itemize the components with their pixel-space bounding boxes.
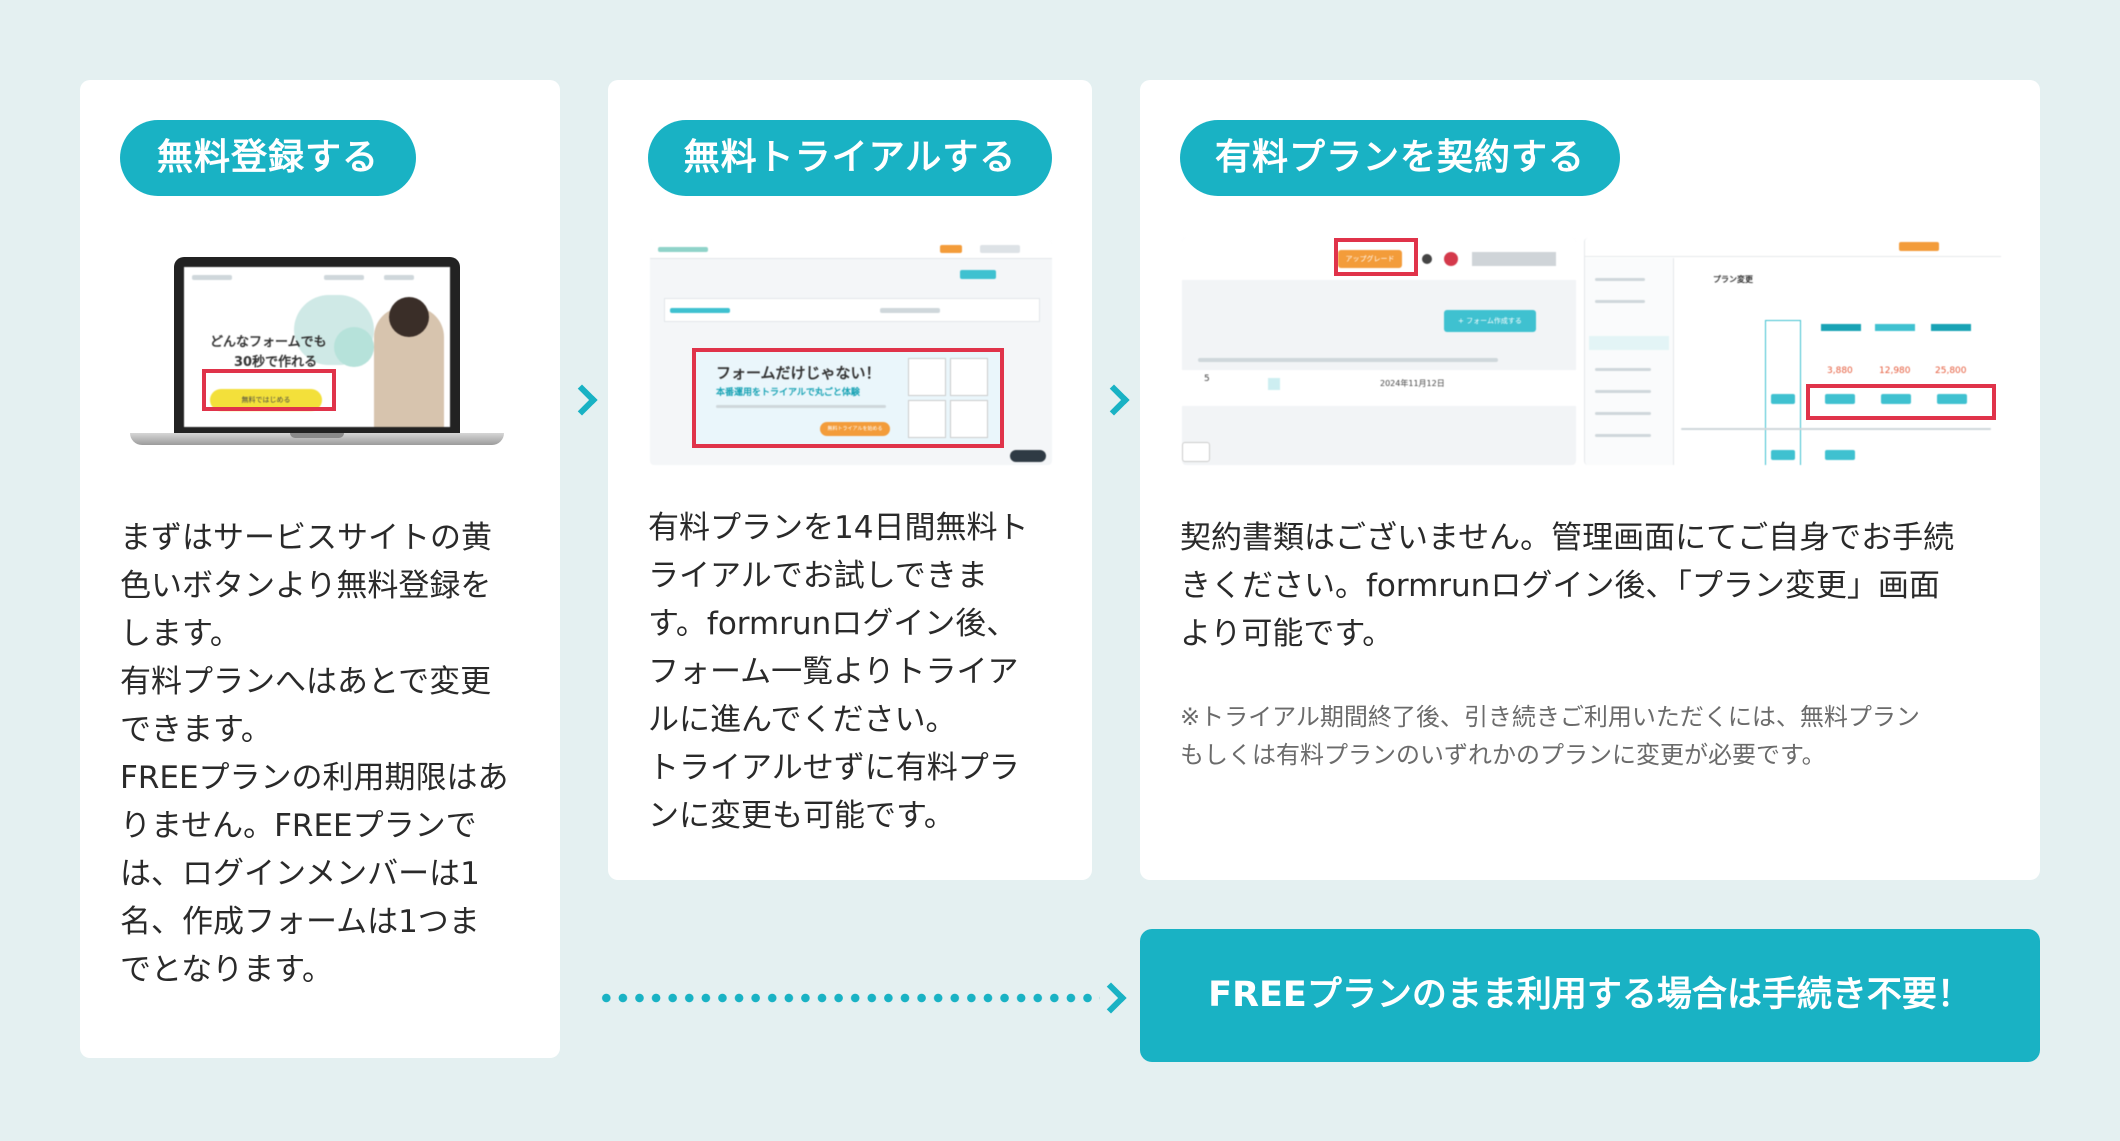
chevron-right-icon [1098,384,1130,416]
step-card-trial: 無料トライアルする フォームだけじゃない！ 本番運用をトライアルで丸ごと体験 無… [608,80,1092,880]
laptop-cta-button: 無料ではじめる [210,389,322,411]
step-note-contract: ※トライアル期間終了後、引き続きご利用いただくには、無料プラン もしくは有料プラ… [1180,698,2010,774]
plan-price-1: 3,880 [1827,366,1853,376]
body-line: でとなります。 [120,952,333,988]
note-line: もしくは有料プランのいずれかのプランに変更が必要です。 [1180,741,1826,769]
laptop-screenshot: どんなフォームでも 30秒で作れる 無料ではじめる [130,257,504,457]
free-plan-banner: FREEプランのまま利用する場合は手続き不要！ [1140,929,2040,1062]
plan-change-title: プラン変更 [1713,275,1753,284]
highlight-plan-buttons-box [1806,384,1996,420]
body-line: は、ログインメンバーは1 [120,856,480,892]
trial-screenshot: フォームだけじゃない！ 本番運用をトライアルで丸ごと体験 無料トライアルを始める [650,240,1052,465]
step-card-register: 無料登録する どんなフォームでも 30秒で作れる 無料ではじめる まずはサービス… [80,80,560,1058]
body-line: します。 [120,616,241,652]
upgrade-button: アップグレード [1338,250,1402,268]
body-line: ライアルでお試しできま [648,558,988,594]
step-title-register: 無料登録する [120,120,416,196]
chevron-right-icon [566,384,598,416]
row-count: 5 [1204,374,1210,384]
step-title-contract: 有料プランを契約する [1180,120,1620,196]
body-line: ンに変更も可能です。 [648,798,955,834]
body-line: 有料プランを14日間無料ト [648,510,1029,546]
note-line: ※トライアル期間終了後、引き続きご利用いただくには、無料プラン [1180,703,1920,731]
step-body-register: まずはサービスサイトの黄 色いボタンより無料登録を します。 有料プランへはあと… [120,514,530,994]
trial-banner-subtitle: 本番運用をトライアルで丸ごと体験 [716,388,860,398]
dotted-arrow-line [598,992,1100,1004]
step-card-contract: 有料プランを契約する アップグレード + フォーム作成する 5 2024年11月… [1140,80,2040,880]
body-line: きください。formrunログイン後、「プラン変更」画面 [1180,568,1940,604]
laptop-headline-1: どんなフォームでも [210,335,327,350]
highlight-trial-banner-box [692,348,1004,448]
body-line: より可能です。 [1180,616,1394,652]
body-line: FREEプランの利用期限はあ [120,760,509,796]
create-form-button: + フォーム作成する [1444,310,1536,332]
body-line: できます。 [120,712,272,748]
step-body-contract: 契約書類はございません。管理画面にてご自身でお手続 きください。formrunロ… [1180,514,2010,658]
body-line: ルに進んでください。 [648,702,957,738]
body-line: 契約書類はございません。管理画面にてご自身でお手続 [1180,520,1955,556]
step-title-trial: 無料トライアルする [648,120,1052,196]
highlight-cta-box [202,369,336,411]
body-line: りません。FREEプランで [120,808,477,844]
body-line: 名、作成フォームは1つま [120,904,480,940]
row-date: 2024年11月12日 [1380,379,1445,388]
trial-banner-button: 無料トライアルを始める [820,422,890,436]
plan-price-3: 25,800 [1935,366,1967,376]
trial-banner-title: フォームだけじゃない！ [716,364,881,382]
plan-price-2: 12,980 [1879,366,1911,376]
contract-screenshot-plans: プラン変更 3,880 12,980 25,800 [1584,238,2001,465]
body-line: まずはサービスサイトの黄 [120,520,492,556]
chevron-right-icon [1095,982,1127,1014]
step-body-trial: 有料プランを14日間無料ト ライアルでお試しできま す。formrunログイン後… [648,504,1058,840]
body-line: 色いボタンより無料登録を [120,568,492,604]
body-line: トライアルせずに有料プラ [648,750,1020,786]
body-line: す。formrunログイン後、 [648,606,1018,642]
laptop-headline-2: 30秒で作れる [234,355,318,370]
highlight-upgrade-box [1334,238,1418,276]
body-line: フォーム一覧よりトライア [648,654,1019,690]
body-line: 有料プランへはあとで変更 [120,664,492,700]
